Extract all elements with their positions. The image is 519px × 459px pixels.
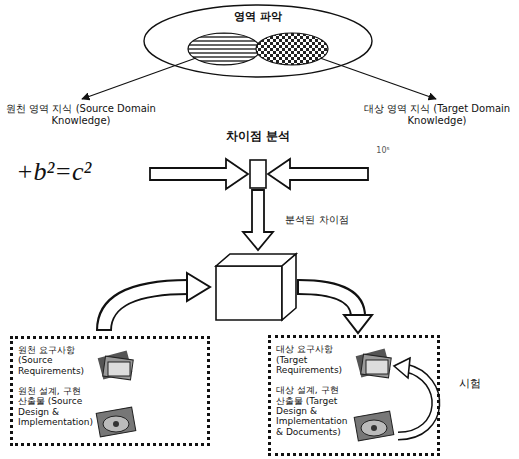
artifact-label: 원천 설계, 구현 산출물 (Source Design & Implement…	[18, 386, 92, 427]
design-icon	[96, 407, 136, 437]
node-label: 차이점 분석	[198, 128, 318, 145]
domain-label: 원천 영역 지식 (Source Domain Knowledge)	[6, 103, 156, 127]
cube	[216, 254, 296, 320]
hollow-arrow	[243, 190, 273, 250]
leader-arrow	[82, 58, 196, 99]
formula: +b²=c²	[16, 156, 136, 187]
test-arrow	[394, 358, 436, 436]
source-domain	[188, 33, 260, 65]
hollow-arrow	[150, 159, 248, 189]
analysis-box: 차이점 분석	[198, 128, 318, 190]
curved-arrow	[298, 279, 372, 333]
leader-arrow	[320, 58, 436, 99]
document-icon	[98, 350, 134, 379]
target-domain	[256, 33, 328, 65]
document-icon	[356, 348, 392, 377]
source-group: 원천 요구사항 (Source Requirements) 원천 설계, 구현 산…	[10, 336, 210, 446]
domain-label: 대상 영역 지식 (Target Domain Knowledge)	[362, 103, 512, 127]
design-icon	[354, 411, 394, 441]
node-label: 영역 파악	[143, 9, 373, 24]
artifact-label: 대상 설계, 구현 산출물 (Target Design & Implement…	[276, 385, 350, 437]
target-group: 대상 요구사항 (Target Requirements) 대상 설계, 구현 산…	[268, 335, 440, 456]
artifact-label: 원천 요구사항 (Source Requirements)	[18, 345, 92, 376]
artifact-label: 대상 요구사항 (Target Requirements)	[276, 344, 350, 375]
test-label: 시험	[450, 377, 490, 390]
domain-ellipse: 영역 파악	[143, 4, 373, 78]
hollow-arrow	[268, 159, 368, 189]
edge-label: 분석된 차이점	[272, 214, 362, 226]
number-mark: 10⁵	[368, 146, 398, 156]
curved-arrow	[96, 273, 210, 331]
